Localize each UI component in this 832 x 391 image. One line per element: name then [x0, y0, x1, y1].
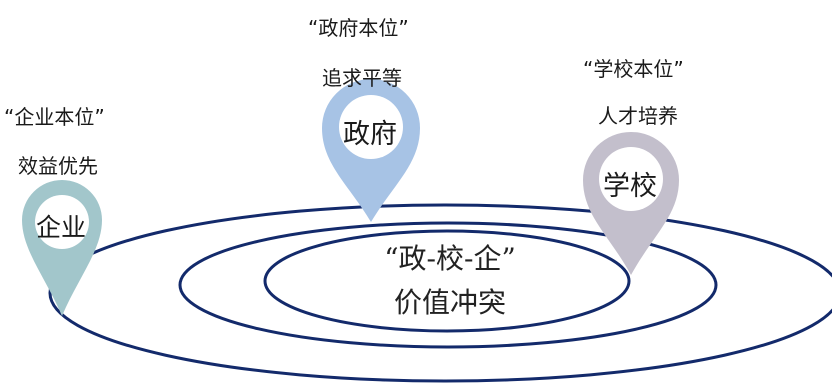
- enterprise-goal: 效益优先: [18, 154, 98, 178]
- government-goal: 追求平等: [322, 66, 402, 90]
- center-subtitle: 价值冲突: [393, 286, 506, 319]
- enterprise-quote: “企业本位”: [4, 105, 105, 129]
- school-pin-label: 学校: [603, 171, 657, 202]
- school-pin: [583, 132, 679, 275]
- enterprise-pin-label: 企业: [36, 213, 87, 242]
- enterprise-pin: [22, 180, 102, 316]
- government-quote: “政府本位”: [308, 16, 409, 40]
- center-title: “政-校-企”: [384, 242, 516, 275]
- government-pin: [322, 79, 420, 222]
- government-pin-label: 政府: [343, 119, 397, 150]
- middle-ring: [178, 221, 718, 349]
- school-goal: 人才培养: [598, 104, 678, 128]
- school-quote: “学校本位”: [583, 57, 684, 81]
- outer-ring: [48, 203, 832, 383]
- inner-ring: [263, 229, 631, 333]
